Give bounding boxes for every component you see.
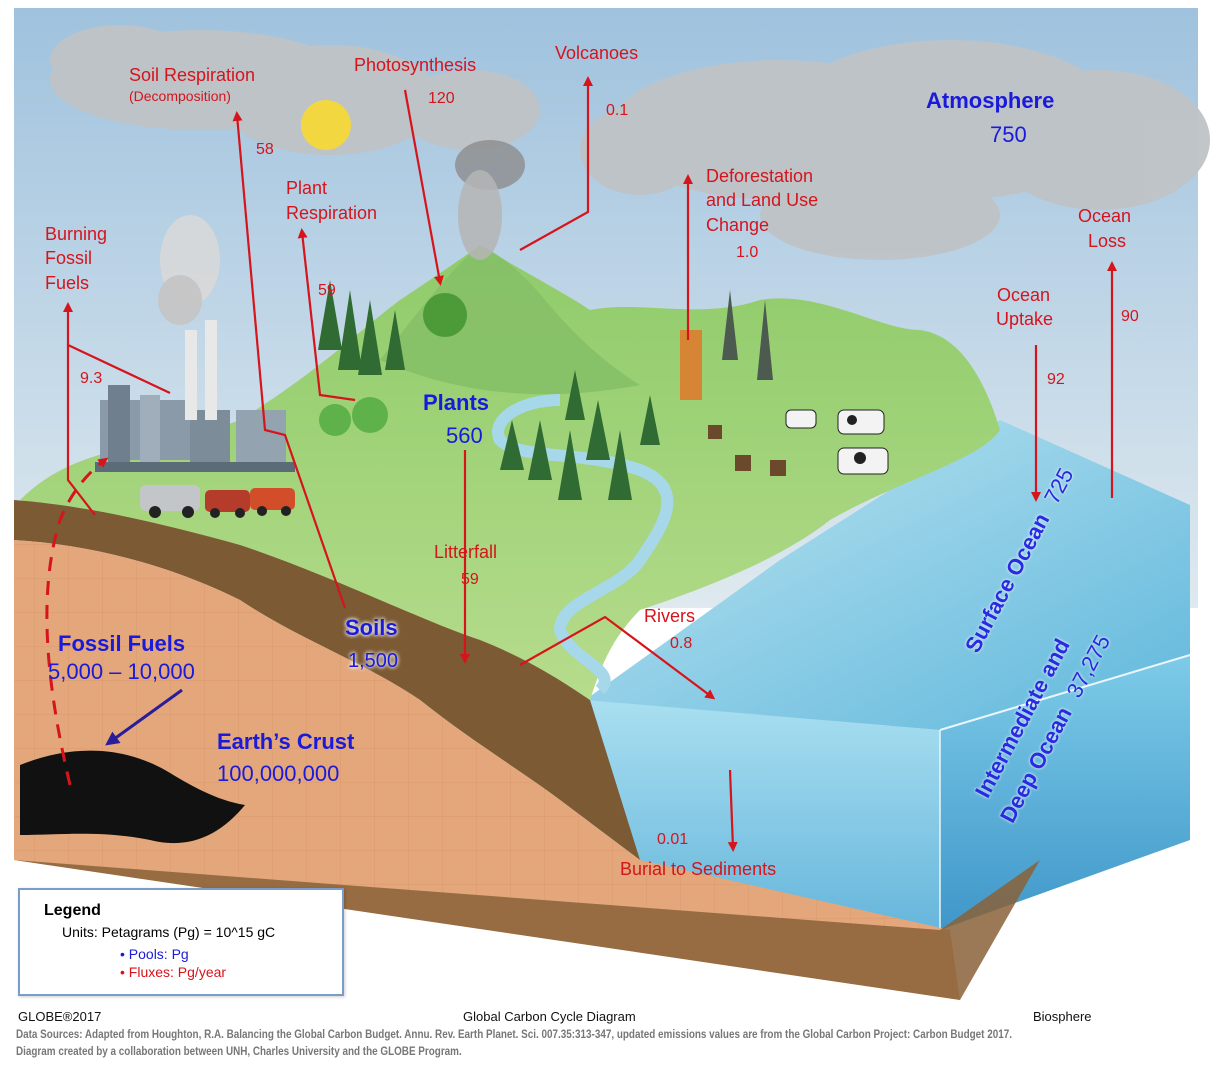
burial-value: 0.01: [657, 831, 689, 848]
volcanoes-value: 0.1: [606, 102, 629, 119]
atmosphere-label: Atmosphere: [926, 88, 1055, 113]
soils-label: Soils: [345, 615, 398, 640]
plants-value: 560: [446, 423, 483, 448]
plant-respiration-line1: Plant: [286, 178, 328, 198]
volcano-plume-icon: [455, 140, 525, 260]
soil-layer: [14, 500, 640, 860]
deforestation-line2: and Land Use: [706, 190, 819, 210]
sun-icon: [301, 100, 351, 150]
earths-crust-label: Earth’s Crust: [217, 729, 355, 754]
footer-source-line2: Diagram created by a collaboration betwe…: [16, 1046, 462, 1058]
footer-biosphere: Biosphere: [1033, 1009, 1092, 1024]
land-surface: [20, 245, 1000, 700]
cows-icon: [785, 409, 889, 475]
flux-arrows: [63, 76, 1117, 852]
plant-respiration-value: 59: [318, 282, 336, 299]
soil-respiration-label: Soil Respiration: [129, 65, 256, 85]
deforestation-line1: Deforestation: [706, 166, 814, 186]
earths-crust-value: 100,000,000: [217, 761, 340, 786]
legend-units: Units: Petagrams (Pg) = 10^15 gC: [62, 924, 276, 940]
footer-source-line1: Data Sources: Adapted from Houghton, R.A…: [16, 1029, 1012, 1041]
fossil-fuel-dashed-arrow: [45, 457, 109, 786]
volcanoes-label: Volcanoes: [555, 43, 639, 63]
soil-respiration-value: 58: [256, 141, 274, 158]
litterfall-value: 59: [461, 571, 479, 588]
legend-fluxes: • Fluxes: Pg/year: [120, 964, 227, 980]
river: [492, 394, 674, 695]
burning-fossil-line2: Fossil: [45, 248, 93, 268]
cars-icon: [140, 485, 295, 518]
ocean-uptake-line1: Ocean: [997, 285, 1051, 305]
atmosphere-value: 750: [990, 122, 1027, 147]
burial-label: Burial to Sediments: [620, 859, 777, 879]
burning-fossil-line3: Fuels: [45, 273, 90, 293]
deforestation-line3: Change: [706, 215, 770, 235]
forest-icon: [318, 280, 660, 500]
litterfall-label: Litterfall: [434, 542, 498, 562]
burning-fossil-value: 9.3: [80, 370, 103, 387]
city-icon: [95, 215, 295, 472]
fossil-fuels-label: Fossil Fuels: [58, 631, 186, 656]
photosynthesis-label: Photosynthesis: [354, 55, 477, 75]
fossil-fuel-deposit: [20, 750, 245, 844]
fossil-fuels-arrow: [105, 688, 183, 746]
clouds: [50, 25, 1210, 260]
mountain: [380, 245, 640, 395]
deforestation-value: 1.0: [736, 244, 759, 261]
ocean-loss-line2: Loss: [1088, 231, 1127, 251]
soil-respiration-sub: (Decomposition): [129, 88, 231, 104]
deforestation-icon: [680, 290, 786, 476]
soils-value: 1,500: [348, 650, 399, 672]
legend-title: Legend: [44, 902, 101, 919]
rivers-value: 0.8: [670, 635, 693, 652]
fossil-fuels-value: 5,000 – 10,000: [48, 659, 195, 684]
burning-fossil-line1: Burning: [45, 224, 108, 244]
photosynthesis-value: 120: [428, 90, 455, 107]
ocean-loss-value: 90: [1121, 308, 1139, 325]
plants-label: Plants: [423, 390, 490, 415]
ocean-uptake-value: 92: [1047, 371, 1065, 388]
plant-respiration-line2: Respiration: [286, 203, 378, 223]
legend-pools: • Pools: Pg: [120, 946, 189, 962]
ocean-uptake-line2: Uptake: [996, 309, 1054, 329]
legend-box: Legend Units: Petagrams (Pg) = 10^15 gC …: [18, 888, 344, 996]
rivers-label: Rivers: [644, 606, 696, 626]
footer-title: Global Carbon Cycle Diagram: [463, 1009, 636, 1024]
ocean-loss-line1: Ocean: [1078, 206, 1132, 226]
footer-copyright: GLOBE®2017: [18, 1009, 102, 1024]
